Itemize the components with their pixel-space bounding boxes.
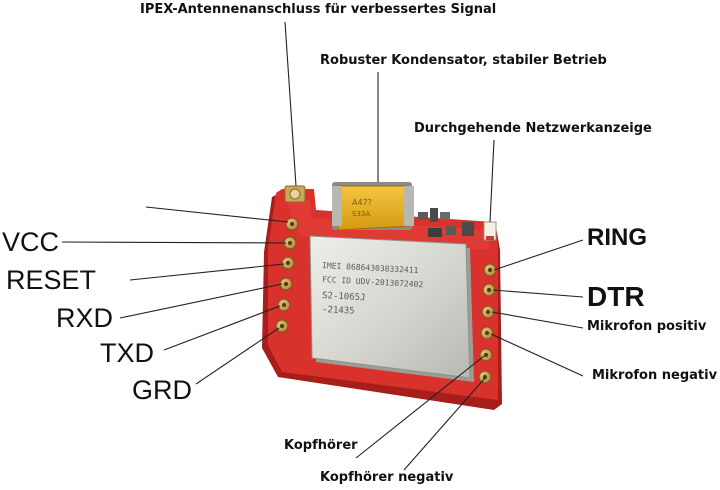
ring-label: RING <box>587 224 647 251</box>
metal-shield: IMEI 868643038332411 FCC ID UDV-20130724… <box>309 235 474 382</box>
speaker-label: Kopfhörer <box>284 438 358 453</box>
leader-dtr <box>492 289 584 298</box>
leader-txd <box>163 305 281 351</box>
capacitor-marking-2: S33A <box>352 210 370 218</box>
leader-lines <box>61 21 584 471</box>
leader-unlabeled-pin <box>145 206 289 223</box>
mic-positive-label: Mikrofon positiv <box>587 319 707 334</box>
capacitor: A47? S33A <box>332 182 414 231</box>
speaker-negative-label: Kopfhörer negativ <box>320 470 454 485</box>
leader-rxd <box>119 283 283 319</box>
leader-mic-pos <box>491 311 584 329</box>
capacitor-marking-1: A47? <box>352 198 372 207</box>
grd-label: GRD <box>132 375 192 405</box>
leader-speaker <box>355 355 485 459</box>
network-led-label: Durchgehende Netzwerkanzeige <box>414 121 652 136</box>
leader-ring <box>493 239 584 271</box>
network-led <box>483 221 497 241</box>
rxd-label: RXD <box>56 303 114 333</box>
leader-reset <box>129 263 285 281</box>
leader-network-led <box>489 139 495 223</box>
mic-negative-label: Mikrofon negativ <box>592 368 718 383</box>
shield-text-code: -21435 <box>322 305 355 317</box>
leader-speaker-neg <box>403 377 486 471</box>
leader-ipex <box>284 21 297 187</box>
reset-label: RESET <box>6 265 97 295</box>
leader-vcc <box>61 241 287 244</box>
dtr-label: DTR <box>587 281 645 312</box>
smd-components <box>418 208 474 237</box>
txd-label: TXD <box>100 338 154 368</box>
ipex-label: IPEX-Antennenanschluss für verbessertes … <box>140 2 497 17</box>
leader-mic-neg <box>490 333 584 377</box>
shield-text-model: S2-1065J <box>322 291 366 303</box>
right-pads <box>478 263 497 384</box>
leader-grd <box>195 327 280 385</box>
capacitor-label: Robuster Kondensator, stabiler Betrieb <box>320 53 607 68</box>
vcc-label: VCC <box>2 227 60 257</box>
ipex-connector <box>284 185 306 203</box>
